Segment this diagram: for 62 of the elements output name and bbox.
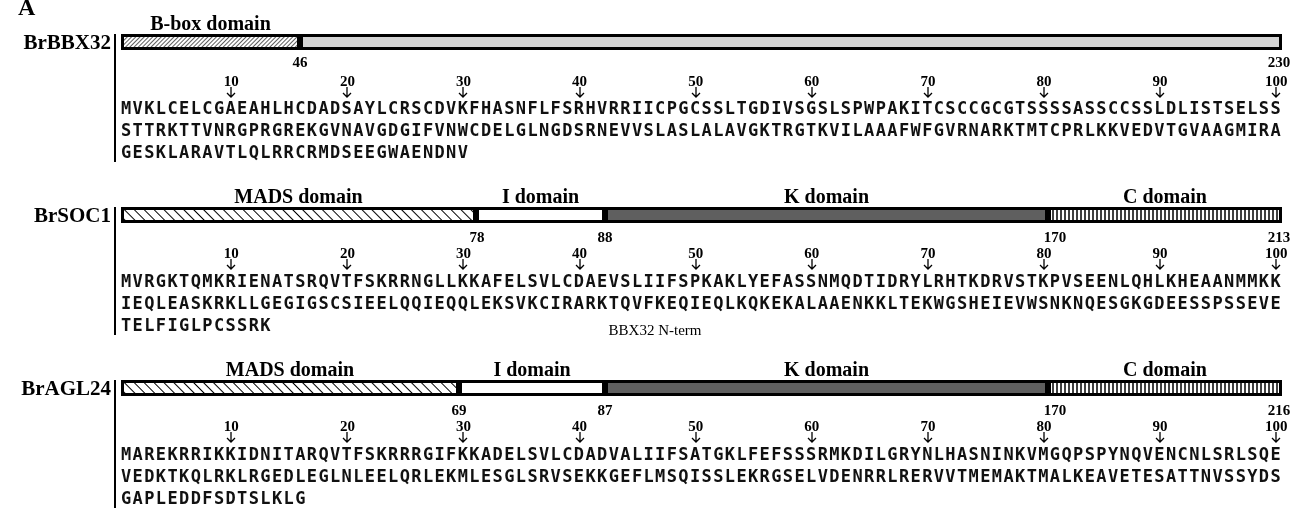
sequence-line: GAPLEDDFSDTSLKLG [121,488,307,508]
residue-number: 100 [1264,74,1288,88]
residue-number: 30 [456,74,471,88]
sequence-line: STTRKTTVNRGPRGREKGVNAVGDGIFVNWCDELGLNGDSRNEVVSLASLALAVGKTRGTKVILAAAFWFGVRNARKTMTCPRLKKVEDVTGVAAGMIRA [121,120,1283,140]
position-number: 69 [451,402,467,418]
residue-number: 80 [1036,246,1052,260]
domain-title: I domain [493,358,571,380]
position-number: 213 [1267,229,1291,245]
domain-title: B-box domain [150,12,271,34]
residue-number: 80 [1036,74,1052,88]
position-number: 87 [597,402,613,418]
protein-name: BrBBX32 [23,29,111,55]
residue-number: 20 [339,419,355,433]
residue-number: 60 [804,246,820,260]
domain-title: K domain [784,358,869,380]
domain-title: C domain [1123,358,1207,380]
residue-number: 40 [572,74,588,88]
protein-name: BrAGL24 [21,375,111,401]
protein-name: BrSOC1 [34,202,111,228]
position-number: 46 [292,54,308,70]
residue-number: 50 [688,74,704,88]
residue-number: 20 [339,74,355,88]
sequence-line: IEQLEASKRKLLGEGIGSCSIEELQQIEQQLEKSVKCIRARKTQVFKEQIEQLKQKEKALAAENKKLTEKWGSHEIEVWSNKNQESGKGDEESSPSSEVE [121,293,1283,313]
residue-number: 90 [1152,74,1168,88]
residue-number: 40 [572,246,588,260]
residue-number: 30 [456,419,471,433]
residue-number: 80 [1036,419,1052,433]
position-number: 170 [1043,402,1067,418]
domain-title: K domain [784,185,869,207]
residue-number: 70 [920,246,936,260]
domain-title: I domain [501,185,580,207]
residue-number: 100 [1264,419,1288,433]
position-number: 216 [1267,402,1291,418]
residue-number: 10 [223,246,239,260]
residue-number: 50 [688,419,704,433]
position-number: 230 [1267,54,1291,70]
residue-number: 10 [223,74,239,88]
domain-title: MADS domain [234,185,363,207]
note-text: BBX32 N-term [608,321,702,339]
domain-title: C domain [1123,185,1207,207]
residue-number: 20 [339,246,355,260]
residue-number: 90 [1152,419,1168,433]
residue-number: 10 [223,419,239,433]
sequence-line: MVKLCELCGAEAHLHCDADSAYLCRSCDVKFHASNFLFSRHVRRIICPGCSSLTGDIVSGSLSPWPAKITCSCCGCGTSSSSASSCCSSLDLISTSELSS [121,98,1283,118]
residue-number: 40 [572,419,588,433]
residue-number: 50 [688,246,704,260]
sequence-line: MAREKRRIKKIDNITARQVTFSKRRRGIFKKADELSVLCDADVALIIFSATGKLFEFSSSRMKDILGRYNLHASNINKVMGQPSPYNQVENCNLSRLSQE [121,444,1283,464]
position-number: 170 [1043,229,1067,245]
residue-number: 70 [920,74,936,88]
sequence-line: GESKLARAVTLQLRRCRMDSEEGWAENDNV [121,142,470,162]
position-number: 78 [469,229,485,245]
sequence-line: VEDKTKQLRKLRGEDLEGLNLEELQRLEKMLESGLSRVSEKKGEFLMSQISSLEKRGSELVDENRRLRERVVTMEMAKTMALKEAVETESATTNVSSYDS [121,466,1283,486]
residue-number: 60 [804,419,820,433]
sequence-line: TELFIGLPCSSRK [121,315,272,335]
position-number: 88 [597,229,613,245]
domain-title: MADS domain [225,358,355,380]
residue-number: 90 [1152,246,1168,260]
residue-number: 30 [456,246,471,260]
sequence-line: MVRGKTQMKRIENATSRQVTFSKRRNGLLKKAFELSVLCDAEVSLIIFSPKAKLYEFASSNMQDTIDRYLRHTKDRVSTKPVSEENLQHLKHEAANMMKK [121,271,1283,291]
residue-number: 100 [1264,246,1288,260]
residue-number: 60 [804,74,820,88]
residue-number: 70 [920,419,936,433]
